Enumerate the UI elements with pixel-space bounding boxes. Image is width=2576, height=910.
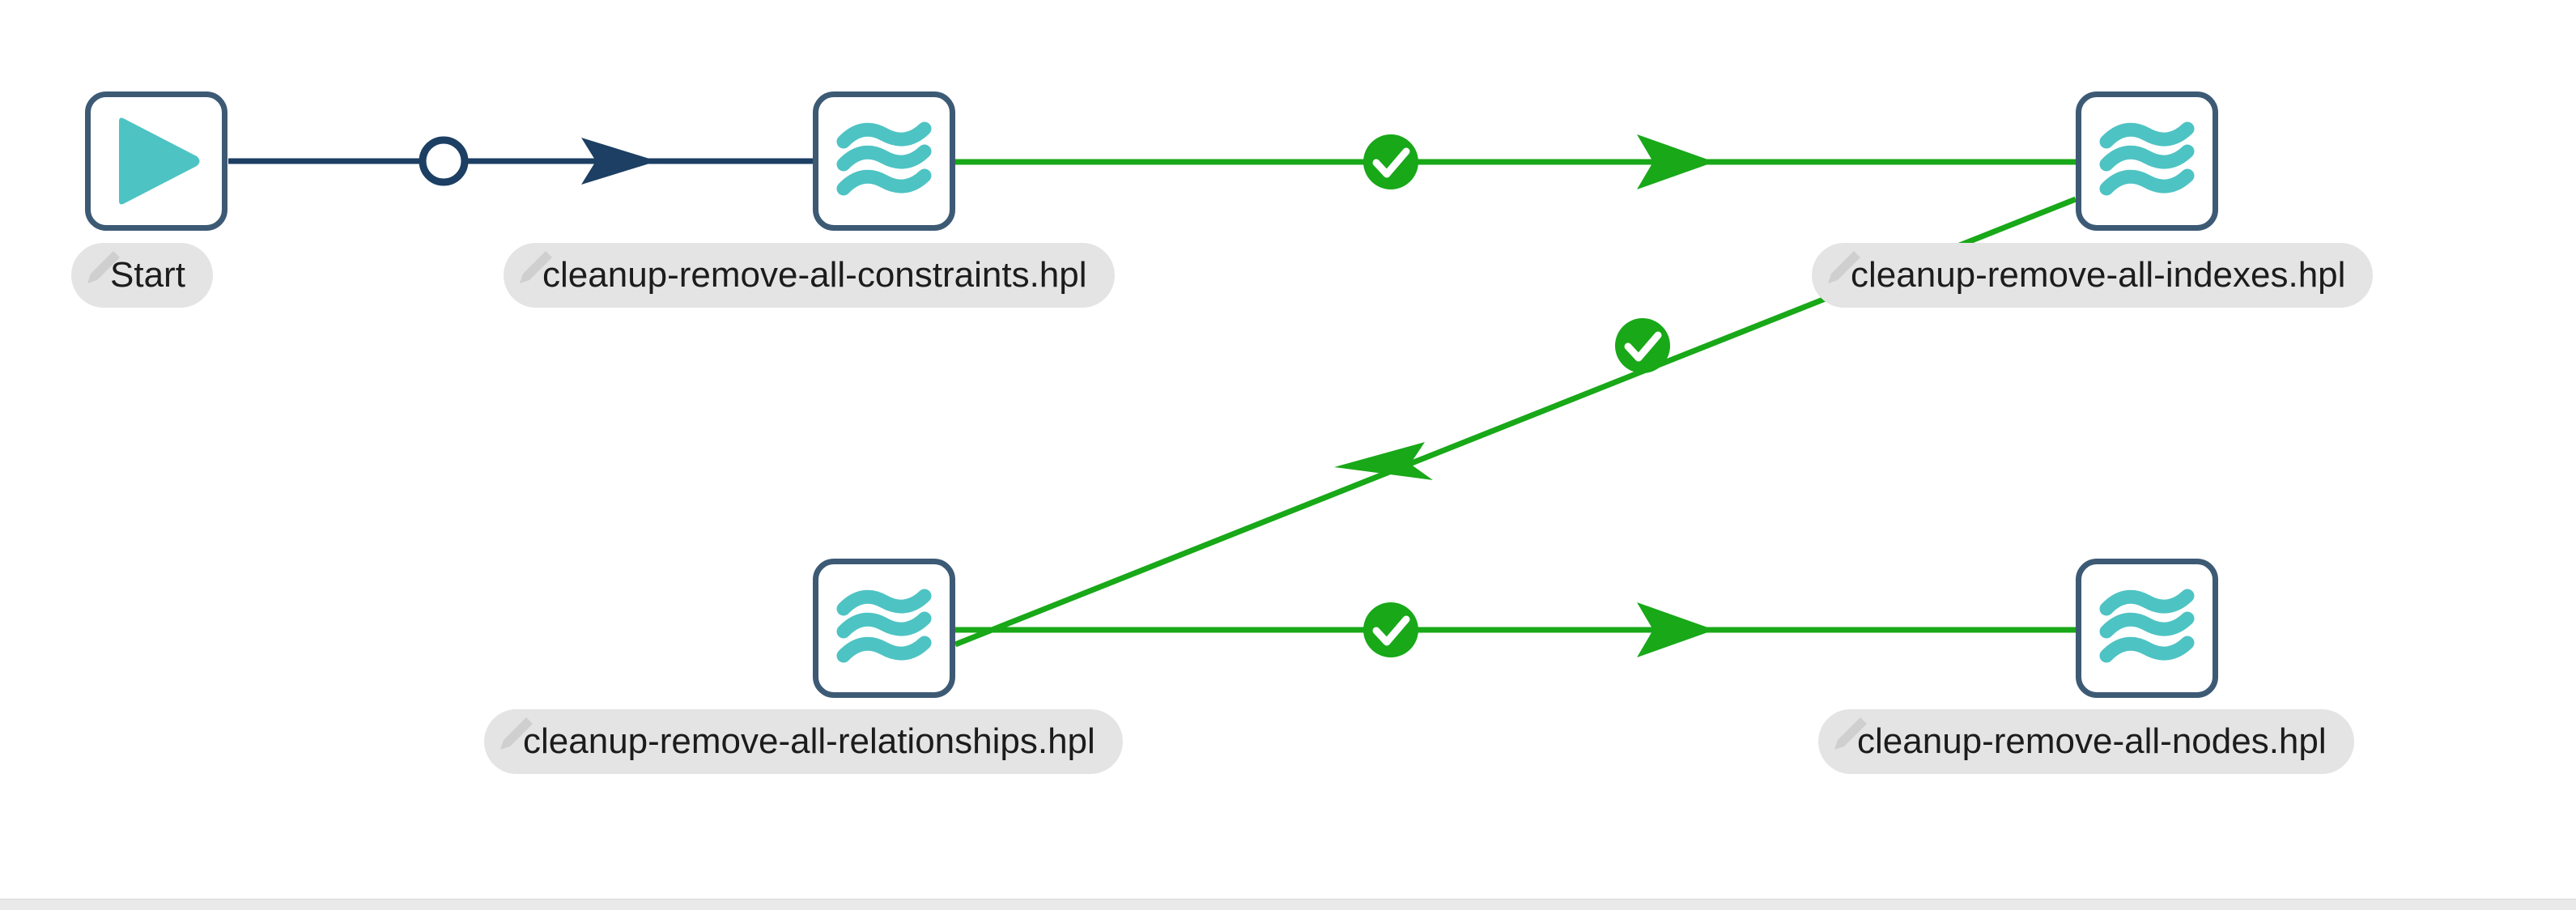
waves-icon [2099,121,2195,196]
hop-arrowhead-icon [1637,134,1715,189]
workflow-node-indexes[interactable] [2076,91,2218,231]
node-label-indexes[interactable]: cleanup-remove-all-indexes.hpl [1812,243,2374,308]
check-icon [1372,615,1410,646]
hop-status-badge-constraints-indexes[interactable] [1363,134,1418,189]
node-label-text: cleanup-remove-all-indexes.hpl [1851,255,2346,295]
workflow-node-relationships[interactable] [813,559,955,698]
workflow-node-start[interactable] [85,91,227,231]
hop-arrowhead-icon [1637,602,1715,657]
hop-status-badge-indexes-relationships[interactable] [1615,318,1670,373]
hop-relationships-to-nodes[interactable] [955,602,2076,657]
workflow-node-nodes[interactable] [2076,559,2218,698]
node-label-text: Start [110,255,185,295]
play-triangle-icon [119,117,200,205]
hop-status-badge-relationships-nodes[interactable] [1363,602,1418,657]
canvas-bottom-border [0,899,2576,910]
waves-icon [836,121,932,196]
hop-start-to-constraints[interactable] [228,136,813,186]
node-label-constraints[interactable]: cleanup-remove-all-constraints.hpl [504,243,1115,308]
waves-icon [2099,589,2195,663]
hop-constraints-to-indexes[interactable] [955,134,2076,189]
node-label-nodes[interactable]: cleanup-remove-all-nodes.hpl [1818,709,2354,774]
hop-circle-icon[interactable] [419,136,469,186]
node-label-start[interactable]: Start [71,243,213,308]
check-icon [1372,147,1410,178]
workflow-node-constraints[interactable] [813,91,955,231]
waves-icon [836,589,932,663]
check-icon [1624,331,1662,362]
node-label-text: cleanup-remove-all-relationships.hpl [523,721,1095,761]
hop-arrowhead-icon [581,138,657,185]
node-label-relationships[interactable]: cleanup-remove-all-relationships.hpl [484,709,1123,774]
node-label-text: cleanup-remove-all-constraints.hpl [542,255,1087,295]
node-label-text: cleanup-remove-all-nodes.hpl [1857,721,2327,761]
hop-arrowhead-icon [1334,442,1433,480]
